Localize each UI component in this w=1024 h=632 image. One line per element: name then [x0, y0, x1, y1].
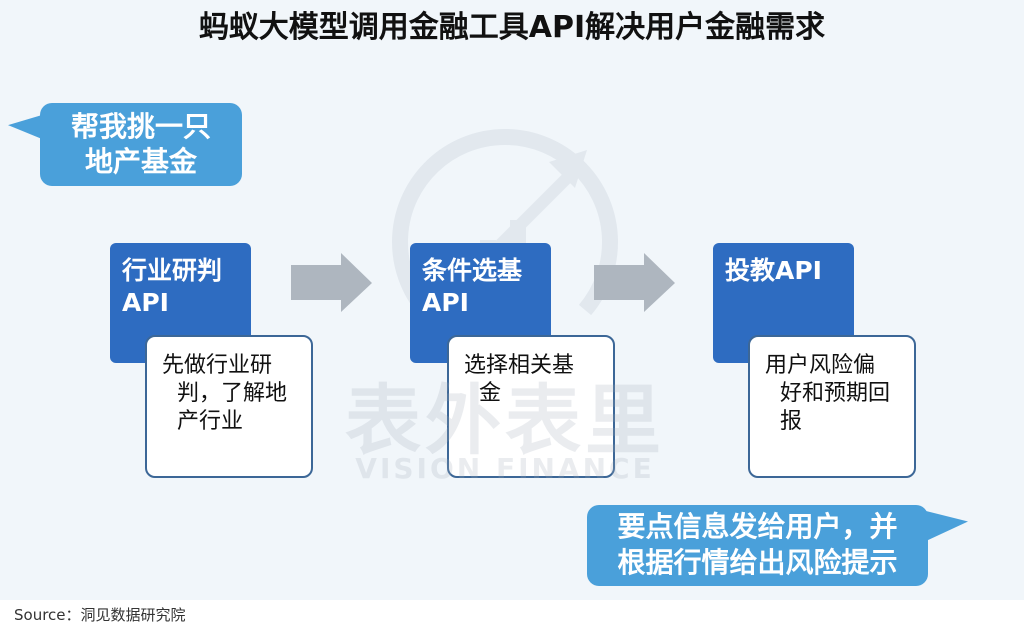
description-line: 好和预期回 [780, 381, 891, 406]
bubble-text-line: 地产基金 [84, 145, 197, 178]
description-line: 判，了解地 [177, 381, 288, 406]
api-label-line: 投教API [725, 256, 822, 285]
api-label-line: 条件选基 [422, 256, 523, 285]
description-line: 用户风险偏 [765, 353, 876, 378]
description-line: 先做行业研 [162, 353, 273, 378]
block-arrow-right-icon [291, 253, 372, 312]
description-line: 报 [780, 409, 803, 434]
block-arrow-right-icon [594, 253, 675, 312]
step-description-box: 用户风险偏 好和预期回 报 [748, 335, 916, 478]
description-line: 金 [479, 381, 502, 406]
description-line: 产行业 [177, 409, 244, 434]
description-line: 选择相关基 [464, 353, 575, 378]
bubble-text-line: 帮我挑一只 [70, 110, 211, 143]
step-description-box: 选择相关基 金 [447, 335, 615, 478]
diagram-title: 蚂蚁大模型调用金融工具API解决用户金融需求 [198, 10, 826, 45]
api-label-line: API [122, 288, 169, 317]
user-request-bubble: 帮我挑一只 地产基金 [8, 103, 242, 186]
step-description-box: 先做行业研 判，了解地 产行业 [145, 335, 313, 478]
bubble-text-line: 要点信息发给用户，并 [617, 510, 898, 543]
bubble-text-line: 根据行情给出风险提示 [617, 546, 898, 579]
response-bubble: 要点信息发给用户，并 根据行情给出风险提示 [587, 505, 968, 586]
api-label-line: 行业研判 [122, 256, 223, 285]
api-label-line: API [422, 288, 469, 317]
source-note: Source：洞见数据研究院 [14, 606, 186, 624]
